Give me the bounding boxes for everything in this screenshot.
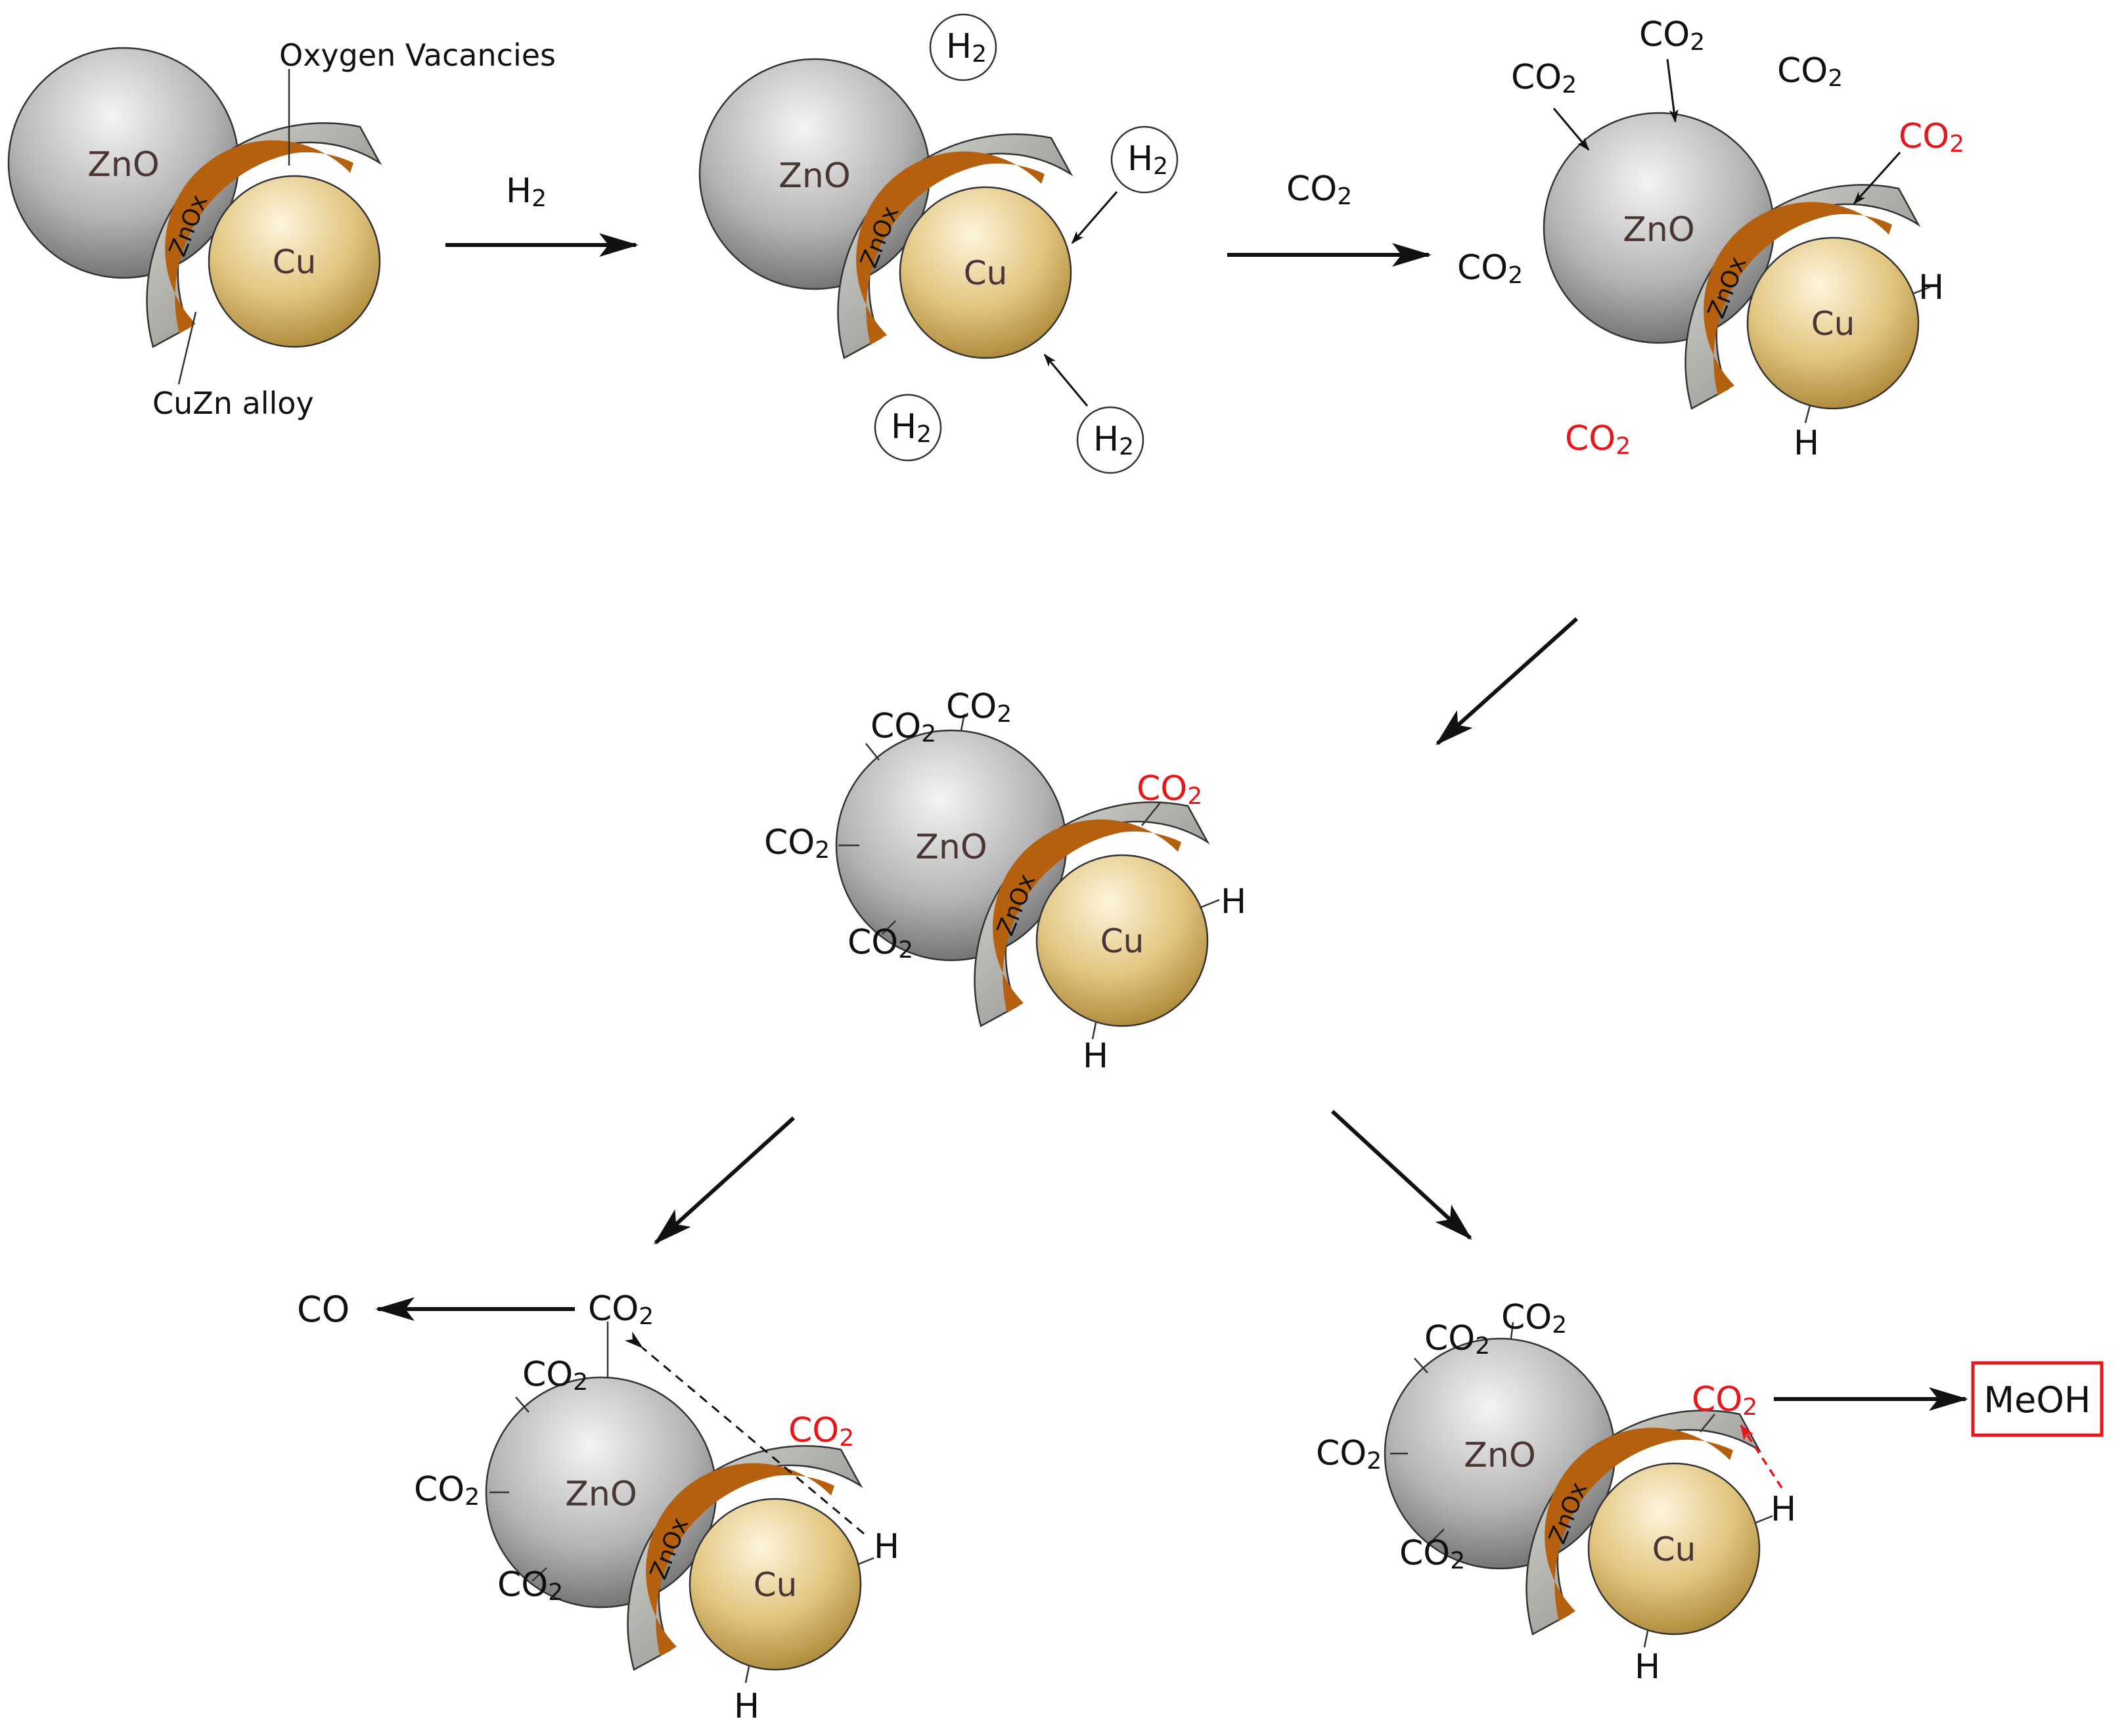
cu-label: Cu bbox=[1100, 922, 1144, 960]
cuzn-alloy-leader bbox=[177, 311, 197, 385]
cu-label: Cu bbox=[273, 243, 317, 281]
adsorbed-h-atom: H bbox=[1771, 1490, 1796, 1529]
zno-label: ZnO bbox=[565, 1475, 637, 1514]
oxygen-vacancies-label: Oxygen Vacancies bbox=[279, 37, 556, 73]
stage-4-catalyst: ZnO Cu ZnOx bbox=[835, 713, 1220, 1040]
cuzn-alloy-band bbox=[165, 140, 353, 334]
co2-molecule: CO2 bbox=[1457, 248, 1523, 289]
h2-adsorption-arrow bbox=[1071, 191, 1118, 244]
co2-adsorbed: CO2 bbox=[870, 707, 936, 747]
zno-label: ZnO bbox=[1623, 210, 1695, 250]
h2-molecule: H2 bbox=[929, 13, 997, 81]
co2-reacting: CO2 bbox=[588, 1289, 654, 1330]
co2-molecule: CO2 bbox=[1511, 58, 1577, 99]
svg-text:H2: H2 bbox=[1127, 139, 1168, 180]
meoh-product-box bbox=[1971, 1361, 2104, 1437]
reaction-arrow-adsorption bbox=[1435, 617, 1579, 746]
cu-label: Cu bbox=[964, 254, 1008, 292]
h2-molecule: H2 bbox=[874, 393, 942, 462]
adsorbed-h-atom: H bbox=[874, 1527, 899, 1567]
cuzn-alloy-label: CuZn alloy bbox=[152, 386, 314, 421]
cu-label: Cu bbox=[754, 1566, 798, 1604]
co2-molecule-highlighted: CO2 bbox=[1899, 117, 1964, 158]
h-transfer-dashed-arrow bbox=[624, 1331, 865, 1535]
svg-text:H2: H2 bbox=[891, 407, 932, 448]
h2-molecule: H2 bbox=[1076, 406, 1144, 474]
h-transfer-red-dashed-arrow bbox=[1740, 1424, 1783, 1488]
cu-label: Cu bbox=[1811, 305, 1855, 343]
co2-adsorption-arrow bbox=[1552, 108, 1590, 151]
co2-molecule-highlighted: CO2 bbox=[1565, 419, 1631, 460]
co2-adsorbed: CO2 bbox=[847, 923, 913, 964]
adsorbed-h-atom: H bbox=[1221, 882, 1246, 922]
co2-molecule: CO2 bbox=[1777, 51, 1843, 92]
branch-arrow-co-pathway bbox=[654, 1116, 796, 1245]
co2-adsorbed: CO2 bbox=[1501, 1298, 1567, 1339]
svg-text:H2: H2 bbox=[1093, 420, 1134, 460]
stage-3-catalyst: ZnO Cu ZnOx bbox=[1543, 112, 1931, 424]
co2-adsorbed: CO2 bbox=[1424, 1319, 1490, 1360]
h2-adsorption-arrow bbox=[1043, 353, 1089, 407]
product-meoh: MeOH bbox=[1984, 1379, 2091, 1421]
adsorbed-h-atom: H bbox=[1083, 1036, 1108, 1076]
cu-label: Cu bbox=[1652, 1530, 1696, 1569]
reagent-h2-label: H2 bbox=[506, 171, 547, 212]
adsorbed-h-atom: H bbox=[1794, 424, 1819, 463]
h2-molecule: H2 bbox=[1110, 125, 1179, 194]
adsorbed-h-atom: H bbox=[1918, 268, 1944, 307]
co2-adsorbed: CO2 bbox=[497, 1565, 563, 1606]
stage-2-catalyst: ZnO Cu ZnOx bbox=[698, 58, 1073, 359]
co2-adsorbed: CO2 bbox=[764, 823, 830, 864]
stage-6-catalyst-meoh-pathway: ZnO Cu ZnOx bbox=[1384, 1322, 1773, 1648]
cu-sphere bbox=[208, 175, 381, 348]
co2-adsorption-arrow bbox=[1666, 58, 1679, 123]
zno-label: ZnO bbox=[1464, 1436, 1536, 1475]
adsorbed-h-atom: H bbox=[734, 1687, 759, 1726]
svg-text:H2: H2 bbox=[946, 27, 987, 68]
stage-5-catalyst-co-pathway: ZnO Cu ZnOx bbox=[485, 1322, 874, 1683]
stage-1-catalyst: ZnO Cu ZnOx bbox=[7, 47, 382, 348]
zno-label: ZnO bbox=[779, 156, 851, 196]
co2-adsorbed-highlighted: CO2 bbox=[788, 1411, 854, 1452]
co2-hydrogenated-highlighted: CO2 bbox=[1692, 1380, 1757, 1421]
zno-label: ZnO bbox=[915, 828, 987, 867]
zno-label: ZnO bbox=[87, 145, 160, 185]
adsorbed-h-atom: H bbox=[1635, 1647, 1660, 1687]
reagent-co2-label: CO2 bbox=[1286, 169, 1352, 210]
co2-adsorbed: CO2 bbox=[1316, 1434, 1382, 1475]
co2-adsorption-arrow bbox=[1853, 151, 1901, 205]
co2-adsorbed: CO2 bbox=[522, 1355, 588, 1396]
co2-adsorbed: CO2 bbox=[1399, 1534, 1465, 1574]
product-co: CO bbox=[297, 1289, 350, 1330]
co2-molecule: CO2 bbox=[1639, 15, 1705, 56]
co2-adsorbed: CO2 bbox=[414, 1470, 480, 1511]
branch-arrow-meoh-pathway bbox=[1330, 1109, 1472, 1240]
co2-adsorbed-highlighted: CO2 bbox=[1137, 769, 1202, 810]
co2-adsorbed: CO2 bbox=[946, 687, 1012, 728]
